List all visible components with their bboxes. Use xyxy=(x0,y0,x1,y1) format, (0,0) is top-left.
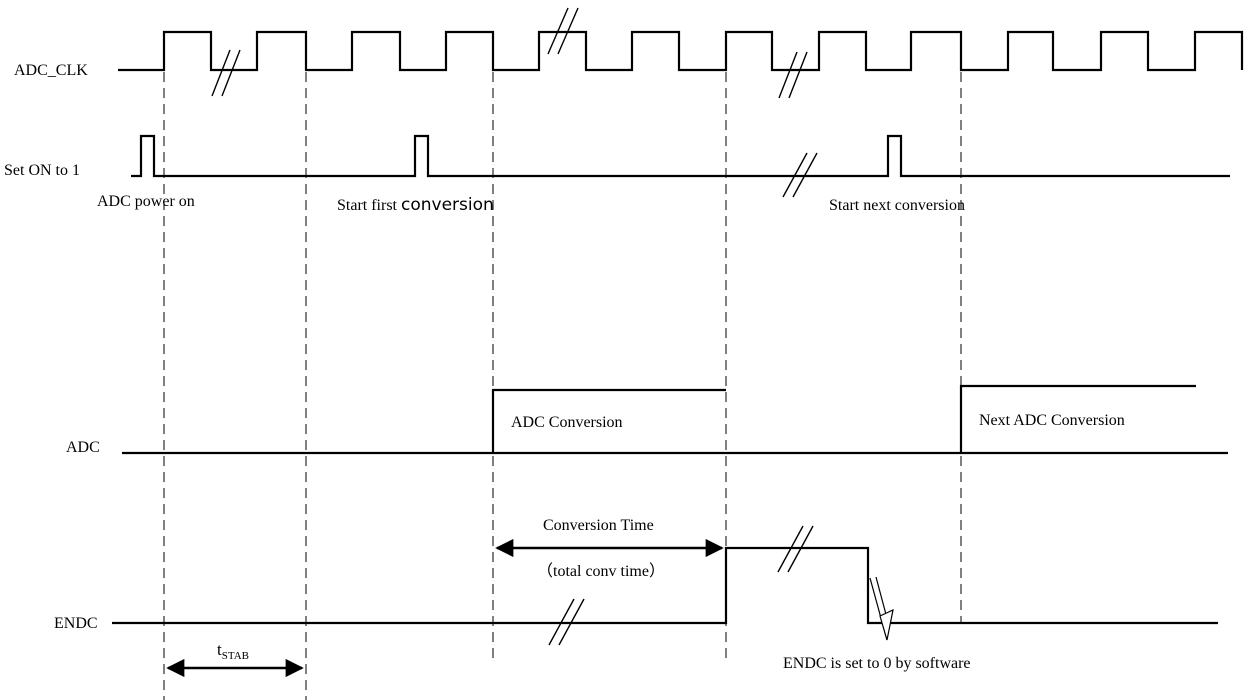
annotation-start-first-suffix: conversion xyxy=(401,195,494,215)
break-mark-clk-2 xyxy=(547,7,569,55)
annotation-conversion-time: Conversion Time xyxy=(543,517,654,534)
tstab-label-sub: STAB xyxy=(222,650,249,662)
break-mark-clk-2 xyxy=(557,7,579,55)
break-mark-endc-high xyxy=(787,525,814,573)
annotation-adc-conversion: ADC Conversion xyxy=(511,414,623,431)
break-mark-clk-3 xyxy=(788,51,808,99)
signal-label-adc: ADC xyxy=(66,439,100,456)
signal-label-endc: ENDC xyxy=(54,615,98,632)
break-mark-set-on xyxy=(782,152,808,198)
break-mark-endc-low xyxy=(558,598,585,646)
break-mark-endc-low xyxy=(548,598,575,646)
break-mark-clk-3 xyxy=(778,51,798,99)
signal-label-adc-clk: ADC_CLK xyxy=(14,62,88,79)
break-mark-clk-1 xyxy=(221,49,241,97)
tstab-label-main: t xyxy=(217,640,222,659)
annotation-endc-cleared: ENDC is set to 0 by software xyxy=(783,655,971,672)
annotation-adc-power-on: ADC power on xyxy=(97,193,195,210)
endc-waveform xyxy=(112,546,1218,625)
annotation-total-conv-time: （total conv time） xyxy=(537,562,665,580)
annotation-next-adc-conversion: Next ADC Conversion xyxy=(979,412,1125,429)
break-mark-clk-1 xyxy=(211,49,231,97)
time-break-marks xyxy=(211,7,818,646)
set-on-waveform xyxy=(131,134,1230,178)
adc-clk-waveform xyxy=(118,30,1244,72)
adc-conversion-pulse xyxy=(491,388,726,453)
adc-next-conversion-pulse xyxy=(959,384,1196,453)
break-mark-endc-high xyxy=(777,525,804,573)
annotation-start-first-conversion: Start first conversion xyxy=(337,195,494,215)
break-mark-set-on xyxy=(792,152,818,198)
signal-label-set-on: Set ON to 1 xyxy=(4,162,80,179)
annotation-start-first-prefix: Start first xyxy=(337,197,401,214)
reference-dashed-lines xyxy=(163,72,962,700)
tstab-label: tSTAB xyxy=(217,640,249,662)
annotation-start-next-conversion: Start next conversion xyxy=(829,197,965,214)
software-clear-hollow-arrow xyxy=(869,576,894,641)
